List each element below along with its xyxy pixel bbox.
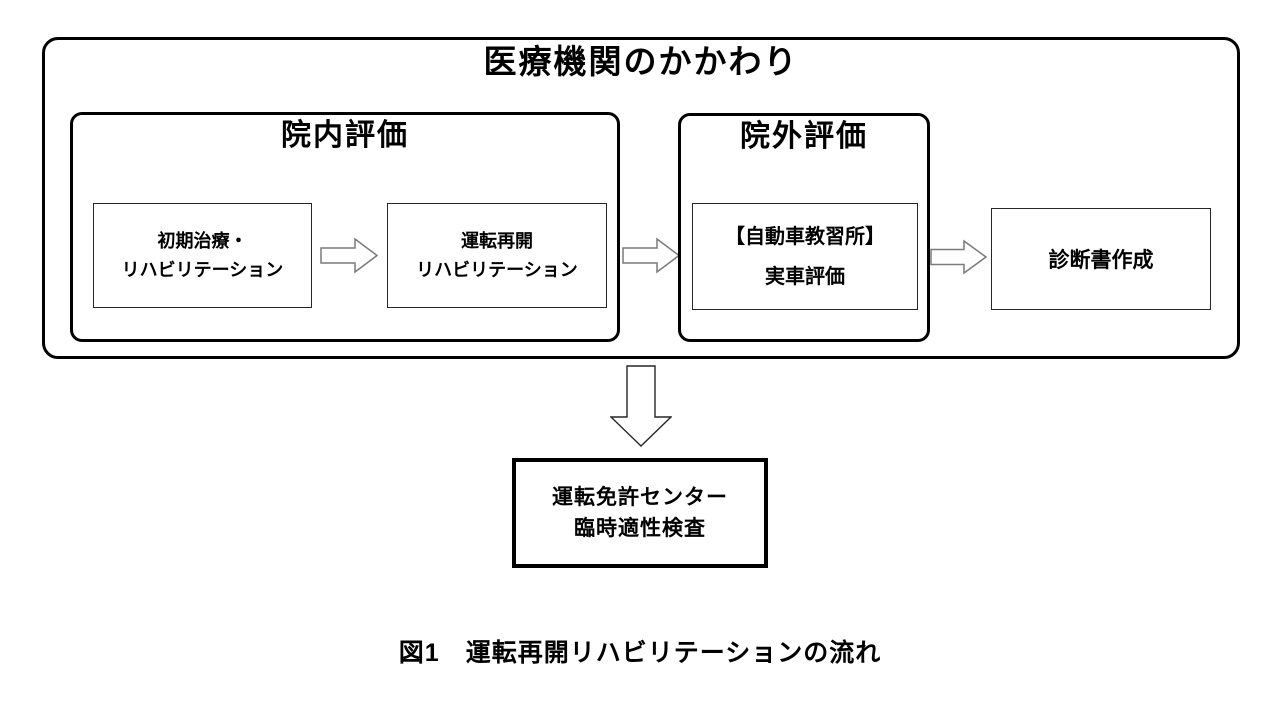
- medical-institution-title: 医療機関のかかわり: [483, 43, 799, 80]
- figure-caption: 図1 運転再開リハビリテーションの流れ: [398, 639, 882, 667]
- in-hospital-evaluation-title: 院内評価: [281, 119, 409, 152]
- driving-school-line1: 【自動車教習所】: [725, 225, 885, 248]
- driving-school-box: 【自動車教習所】 実車評価: [692, 203, 918, 310]
- initial-treatment-line2: リハビリテーション: [121, 259, 284, 280]
- license-center-box: 運転免許センター 臨時適性検査: [512, 458, 768, 568]
- license-center-line1: 運転免許センター: [552, 486, 728, 509]
- driving-school-line2: 実車評価: [765, 265, 845, 288]
- flow-arrow-right-icon: [930, 239, 987, 275]
- driving-rehab-line2: リハビリテーション: [416, 259, 578, 280]
- driving-rehab-box: 運転再開 リハビリテーション: [387, 203, 607, 308]
- flow-arrow-down-icon: [610, 365, 672, 447]
- initial-treatment-line1: 初期治療・: [157, 230, 248, 251]
- out-hospital-evaluation-title: 院外評価: [740, 120, 868, 153]
- flow-arrow-right-icon: [320, 237, 378, 274]
- medical-certificate-box: 診断書作成: [991, 208, 1211, 310]
- license-center-line2: 臨時適性検査: [574, 517, 706, 540]
- driving-rehab-line1: 運転再開: [461, 230, 533, 251]
- flow-arrow-right-icon: [622, 237, 680, 274]
- initial-treatment-box: 初期治療・ リハビリテーション: [93, 203, 312, 308]
- medical-certificate-label: 診断書作成: [1048, 249, 1154, 272]
